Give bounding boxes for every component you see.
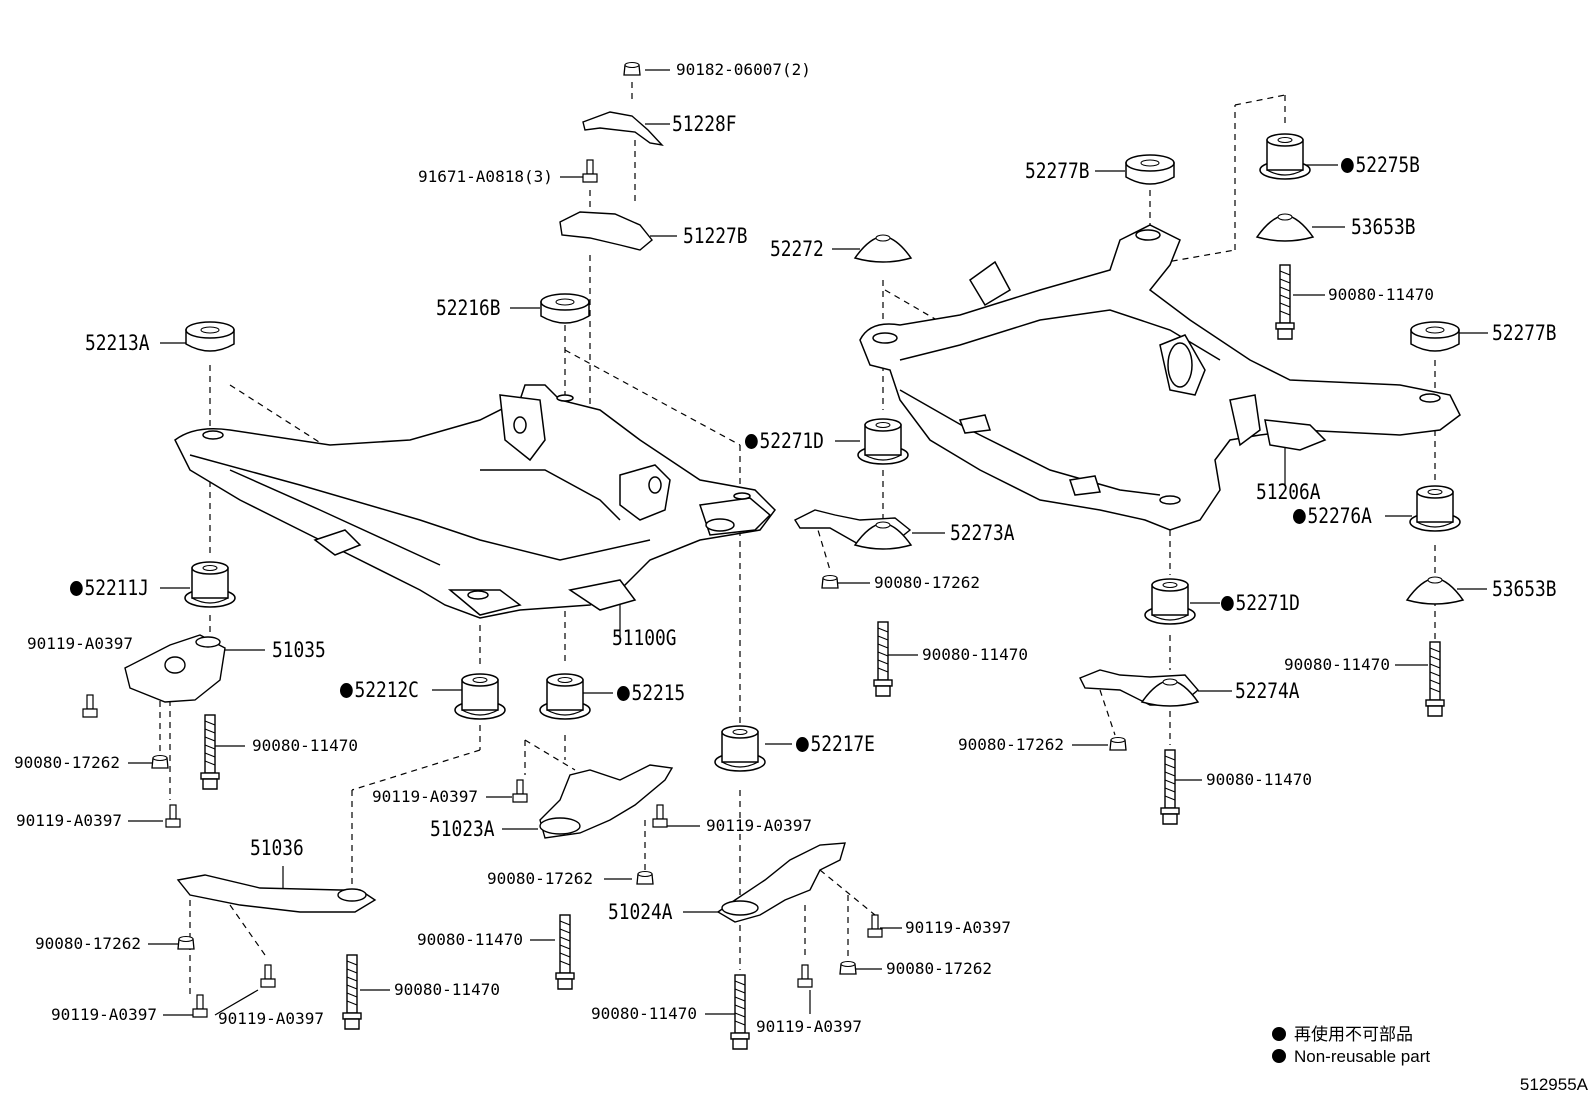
part-label: 90119-A0397 bbox=[218, 1009, 324, 1028]
part-label: 52271D bbox=[1221, 593, 1300, 614]
part-label: 52273A bbox=[950, 521, 1015, 545]
part-label: 90119-A0397 bbox=[905, 918, 1011, 937]
part-label: 91671-A0818(3) bbox=[418, 167, 553, 186]
part-label: 90182-06007(2) bbox=[676, 60, 811, 79]
part-label: 90080-17262 bbox=[35, 934, 141, 953]
part-label: 53653B bbox=[1351, 215, 1416, 239]
part-label: 52271D bbox=[745, 431, 824, 452]
part-label: 90080-17262 bbox=[487, 869, 593, 888]
non-reusable-dot bbox=[617, 686, 630, 701]
legend-en: Non-reusable part bbox=[1272, 1047, 1430, 1067]
part-label: 90080-11470 bbox=[1328, 285, 1434, 304]
part-label: 90080-11470 bbox=[1284, 655, 1390, 674]
non-reusable-dot bbox=[1221, 596, 1234, 611]
part-label: 90119-A0397 bbox=[372, 787, 478, 806]
part-label: 52212C bbox=[340, 680, 419, 701]
non-reusable-dot bbox=[1293, 509, 1306, 524]
part-label: 90119-A0397 bbox=[51, 1005, 157, 1024]
legend-en-text: Non-reusable part bbox=[1294, 1047, 1431, 1066]
leader-lines bbox=[128, 69, 1488, 1016]
part-label: 90119-A0397 bbox=[16, 811, 122, 830]
part-number: 52271D bbox=[759, 429, 824, 453]
front-subframe bbox=[174, 384, 776, 619]
legend-jp-text: 再使用不可部品 bbox=[1294, 1025, 1413, 1044]
part-label: 90119-A0397 bbox=[756, 1017, 862, 1036]
part-label: 52275B bbox=[1341, 155, 1420, 176]
part-number: 52217E bbox=[810, 732, 875, 756]
part-number: 52271D bbox=[1235, 591, 1300, 615]
part-label: 52277B bbox=[1492, 321, 1557, 345]
part-label: 52277B bbox=[1025, 159, 1090, 183]
non-reusable-dot bbox=[1341, 158, 1354, 173]
part-label: 90080-11470 bbox=[922, 645, 1028, 664]
part-label: 52276A bbox=[1293, 506, 1372, 527]
part-label: 90080-11470 bbox=[252, 736, 358, 755]
part-number: 52215 bbox=[631, 681, 686, 705]
part-label: 52216B bbox=[436, 296, 501, 320]
part-label: 51206A bbox=[1256, 480, 1321, 504]
non-reusable-dot bbox=[70, 581, 83, 596]
part-number: 52211J bbox=[84, 576, 149, 600]
part-label: 51227B bbox=[683, 224, 748, 248]
legend-jp: 再使用不可部品 bbox=[1272, 1020, 1413, 1045]
part-label: 90080-11470 bbox=[591, 1004, 697, 1023]
part-label: 90119-A0397 bbox=[27, 634, 133, 653]
brackets bbox=[124, 111, 1199, 923]
part-label: 51228F bbox=[672, 112, 737, 136]
part-number: 52276A bbox=[1307, 504, 1372, 528]
part-number: 52275B bbox=[1355, 153, 1420, 177]
part-label: 52215 bbox=[617, 683, 685, 704]
part-label: 90080-17262 bbox=[886, 959, 992, 978]
part-label: 52274A bbox=[1235, 679, 1300, 703]
part-label: 90080-11470 bbox=[394, 980, 500, 999]
part-label: 90119-A0397 bbox=[706, 816, 812, 835]
non-reusable-dot bbox=[340, 683, 353, 698]
non-reusable-dot bbox=[1272, 1049, 1286, 1063]
part-label: 51023A bbox=[430, 817, 495, 841]
non-reusable-dot bbox=[1272, 1027, 1286, 1041]
non-reusable-dot bbox=[745, 434, 758, 449]
part-label: 53653B bbox=[1492, 577, 1557, 601]
part-label: 51024A bbox=[608, 900, 673, 924]
part-label: 52213A bbox=[85, 331, 150, 355]
part-label: 52217E bbox=[796, 734, 875, 755]
part-label: 51035 bbox=[272, 638, 326, 662]
rear-subframe bbox=[859, 224, 1461, 531]
part-label: 51036 bbox=[250, 836, 304, 860]
part-label: 51100G bbox=[612, 626, 677, 650]
part-number: 52212C bbox=[354, 678, 419, 702]
part-label: 90080-11470 bbox=[1206, 770, 1312, 789]
part-label: 90080-11470 bbox=[417, 930, 523, 949]
diagram-reference: 512955A bbox=[1519, 1075, 1588, 1094]
part-label: 90080-17262 bbox=[14, 753, 120, 772]
part-label: 90080-17262 bbox=[874, 573, 980, 592]
part-label: 52272 bbox=[770, 237, 824, 261]
part-label: 90080-17262 bbox=[958, 735, 1064, 754]
part-label: 52211J bbox=[70, 578, 149, 599]
non-reusable-dot bbox=[796, 737, 809, 752]
